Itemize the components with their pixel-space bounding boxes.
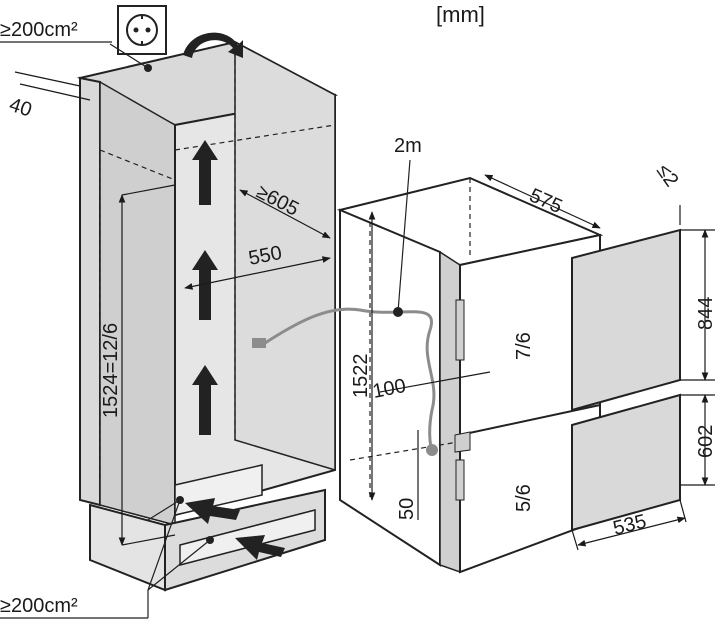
- vent-bottom-area-label: ≥200cm²: [0, 595, 78, 617]
- unit-label: [mm]: [436, 2, 485, 27]
- lower-section-label: 5/6: [513, 484, 535, 512]
- socket-icon: [117, 5, 167, 55]
- cable-length-label: 2m: [394, 135, 422, 157]
- wall-gap-label: 40: [6, 94, 34, 122]
- power-cable: [261, 307, 436, 451]
- socket-height-label: 50: [396, 498, 418, 520]
- niche-height-label: 1524=12/6: [100, 323, 122, 418]
- lower-door-height-label: 602: [695, 425, 717, 458]
- vent-top-area-label: ≥200cm²: [0, 19, 78, 41]
- appliance-height-label: 1522: [350, 354, 372, 399]
- door-gap-label: ≤2: [652, 160, 683, 191]
- upper-door-height-label: 844: [695, 297, 717, 330]
- upper-section-label: 7/6: [513, 332, 535, 360]
- upper-door-panel: [571, 228, 681, 412]
- rotate-arrow-icon: [183, 32, 243, 58]
- appliance-body: [336, 176, 604, 574]
